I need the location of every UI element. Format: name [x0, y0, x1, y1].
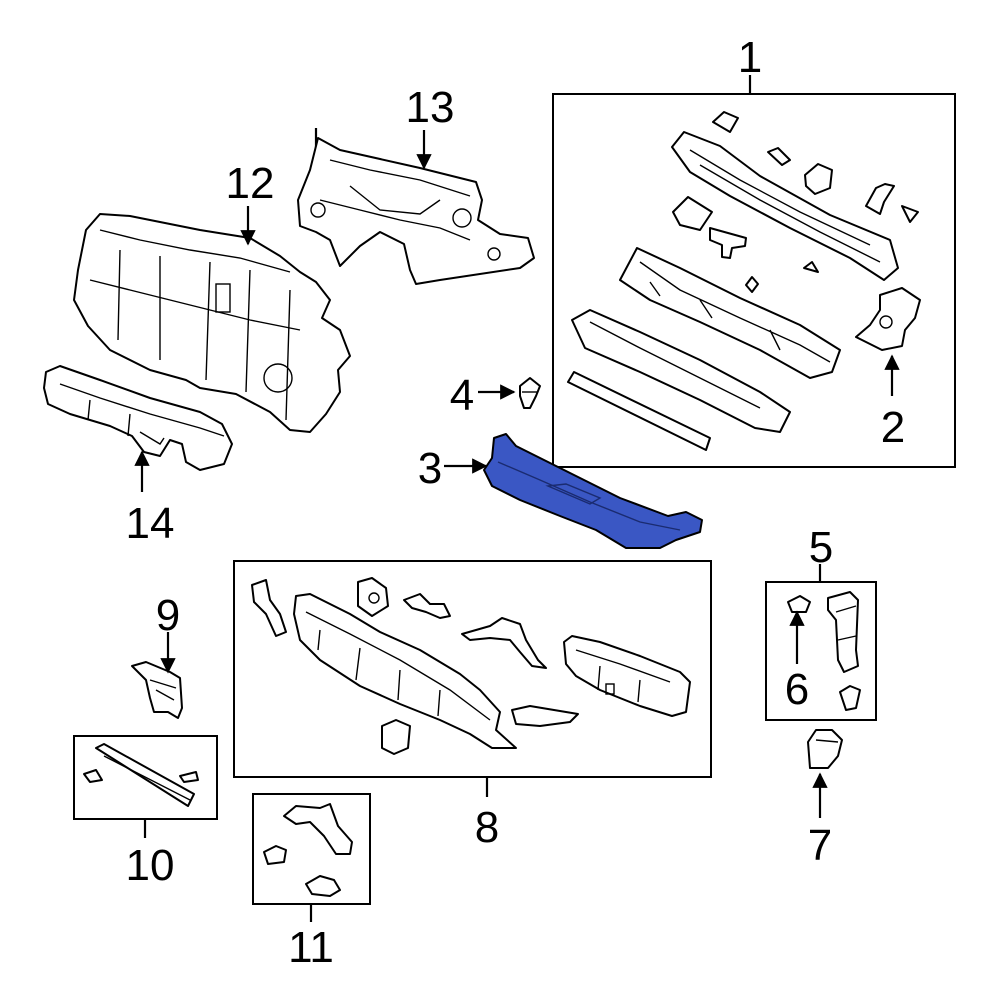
group-1-box: [552, 93, 956, 468]
cowl-panel-shape: [483, 433, 703, 549]
callout-14: 14: [126, 499, 175, 548]
callout-1: 1: [738, 33, 762, 82]
callout-6: 6: [785, 665, 809, 714]
callout-11: 11: [288, 923, 334, 972]
part-4[interactable]: [519, 377, 541, 409]
group-5-box: [765, 581, 877, 721]
part-group-10[interactable]: [73, 735, 218, 838]
part-7[interactable]: [807, 729, 843, 769]
part-group-5[interactable]: [765, 564, 877, 721]
part-group-11[interactable]: [252, 793, 371, 922]
callout-5: 5: [809, 523, 833, 572]
part-3-highlighted[interactable]: [483, 433, 703, 549]
part-12[interactable]: [73, 213, 351, 433]
callout-9: 9: [156, 591, 180, 640]
callout-3: 3: [418, 444, 442, 493]
callout-4: 4: [450, 371, 474, 420]
callout-13: 13: [406, 83, 455, 132]
callout-7: 7: [808, 821, 832, 870]
part-9[interactable]: [131, 661, 183, 719]
callout-12: 12: [226, 159, 275, 208]
callout-8: 8: [475, 803, 499, 852]
callout-2: 2: [881, 403, 905, 452]
group-8-box: [233, 560, 712, 778]
part-group-8[interactable]: [233, 560, 712, 797]
part-group-1[interactable]: [552, 75, 956, 468]
part-14[interactable]: [43, 365, 233, 471]
callout-10: 10: [126, 841, 175, 890]
part-13[interactable]: [297, 128, 535, 285]
